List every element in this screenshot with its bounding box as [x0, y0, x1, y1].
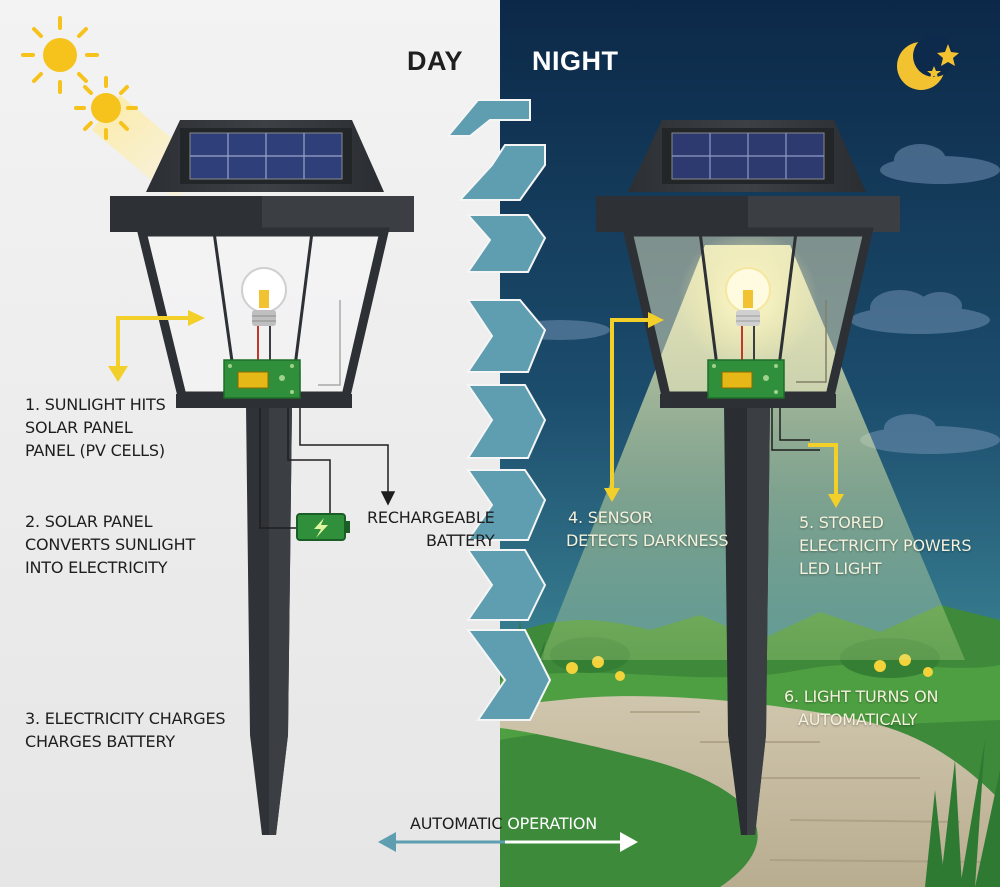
night-solar-panel: [671, 132, 825, 180]
battery-label-line2: BATTERY: [426, 531, 495, 550]
step1-line3: PANEL (PV CELLS): [25, 441, 165, 460]
night-led-bulb-icon: [725, 267, 771, 360]
day-solar-panel: [189, 132, 343, 180]
callout-arrow-step4: [610, 318, 650, 492]
step5-label: 5. STORED ELECTRICITY POWERS LED LIGHT: [799, 511, 971, 580]
day-header: DAY: [407, 46, 464, 76]
step2-line1: 2. SOLAR PANEL: [25, 512, 153, 531]
step2-line2: CONVERTS SUNLIGHT: [25, 535, 196, 554]
battery-label: RECHARGEABLE BATTERY: [367, 506, 495, 552]
callout-arrow-step1: [116, 316, 190, 370]
step5-line1: 5. STORED: [799, 513, 884, 532]
automatic-operation-arrow: [378, 832, 638, 852]
step3-line2: CHARGES BATTERY: [25, 732, 175, 751]
step4-line2: DETECTS DARKNESS: [566, 531, 729, 550]
day-night-transition-chevrons: [445, 99, 552, 721]
night-clouds: [510, 144, 1000, 454]
step5-line3: LED LIGHT: [799, 559, 882, 578]
step3-label: 3. ELECTRICITY CHARGES CHARGES BATTERY: [25, 707, 226, 753]
battery-icon: [296, 513, 350, 541]
step5-line2: ELECTRICITY POWERS: [799, 536, 972, 555]
stars-icon: [927, 44, 959, 79]
callout-arrows: [116, 316, 838, 498]
automatic-operation-label: AUTOMATIC OPERATION: [410, 812, 597, 835]
step3-line1: 3. ELECTRICITY CHARGES: [25, 709, 226, 728]
night-circuit-board: [707, 359, 785, 399]
step2-label: 2. SOLAR PANEL CONVERTS SUNLIGHT INTO EL…: [25, 510, 195, 579]
night-lamp: [596, 120, 900, 835]
step1-label: 1. SUNLIGHT HITS SOLAR PANEL PANEL (PV C…: [25, 393, 166, 462]
step6-label: 6. LIGHT TURNS ON AUTOMATICALY: [784, 685, 938, 731]
day-lamp: [110, 120, 414, 835]
step2-line3: INTO ELECTRICITY: [25, 558, 168, 577]
step6-line2: AUTOMATICALY: [798, 710, 918, 729]
night-header: NIGHT: [532, 46, 619, 76]
day-led-bulb-icon: [241, 267, 287, 360]
step1-line1: 1. SUNLIGHT HITS: [25, 395, 166, 414]
sun-small-icon: [74, 76, 138, 140]
step6-line1: 6. LIGHT TURNS ON: [784, 687, 939, 706]
callout-arrow-step5: [808, 443, 838, 498]
step4-label: 4. SENSOR DETECTS DARKNESS: [566, 506, 728, 552]
battery-label-line1: RECHARGEABLE: [367, 508, 495, 527]
moon-icon: [897, 35, 955, 90]
day-circuit-board: [223, 359, 301, 399]
step4-line1: 4. SENSOR: [568, 508, 653, 527]
operation-word: OPERATION: [502, 814, 598, 833]
automatic-word: AUTOMATIC: [410, 814, 503, 833]
step1-line2: SOLAR PANEL: [25, 418, 133, 437]
sun-icon: [21, 16, 99, 94]
